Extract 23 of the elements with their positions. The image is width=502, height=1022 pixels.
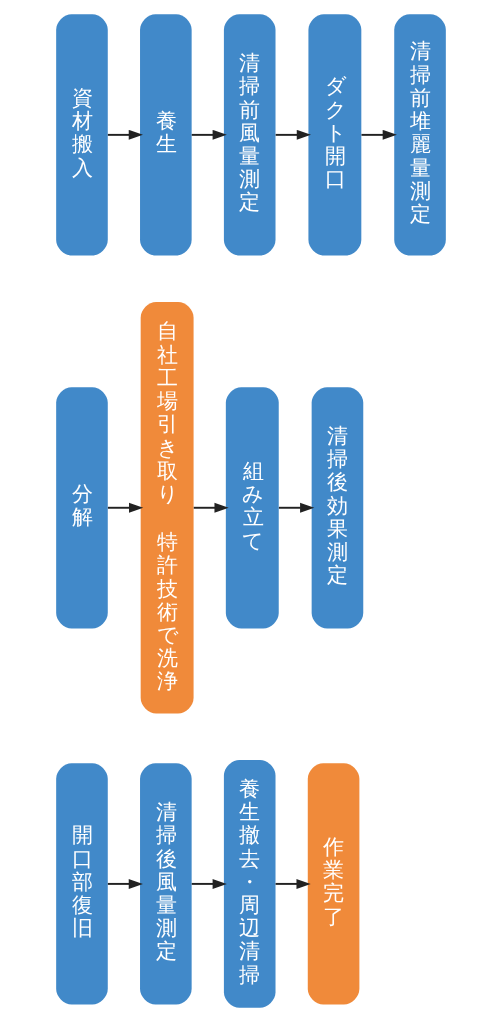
arrow	[192, 502, 229, 513]
node-box: 清掃後効果測定	[311, 387, 364, 629]
node-box: 組み立て	[225, 387, 279, 629]
node-box: ダクト開口	[308, 14, 362, 256]
node-box: 養生	[140, 14, 192, 256]
arrow	[190, 878, 227, 889]
arrow	[360, 129, 397, 140]
arrow	[190, 129, 227, 140]
arrow	[106, 878, 143, 889]
arrow	[274, 129, 311, 140]
node-box: 作業完了	[307, 763, 360, 1005]
node-box: 分解	[56, 387, 108, 629]
node-box: 清掃後風量測定	[140, 763, 192, 1005]
node-box: 自社工場引き取り 特許技術で洗浄	[140, 301, 194, 714]
arrow	[274, 878, 311, 889]
node-box: 資材搬入	[56, 14, 108, 256]
node-box: 養生撤去・周辺清掃	[223, 760, 276, 1008]
node-box: 開口部復旧	[56, 763, 108, 1005]
node-box: 清掃前堆麗量測定	[394, 14, 446, 256]
node-box: 清掃前風量測定	[223, 14, 276, 256]
arrow	[277, 502, 315, 513]
arrow	[106, 129, 143, 140]
arrow	[106, 502, 144, 513]
